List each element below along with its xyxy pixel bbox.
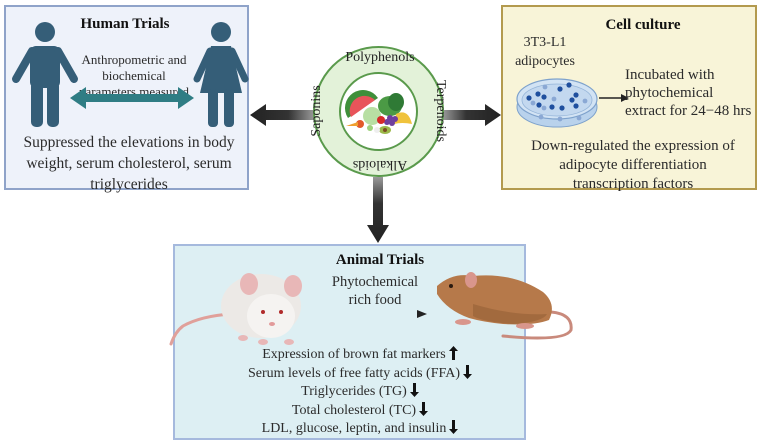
- cell-result-line: Down-regulated the expression of: [531, 138, 735, 154]
- down-arrow-icon: [463, 364, 472, 379]
- cell-line-label: 3T3-L1 adipocytes: [515, 33, 575, 71]
- human-result-line: triglycerides: [90, 176, 168, 193]
- ring-label-terpenoids: Terpenoids: [433, 79, 448, 142]
- ring-label-saponins: Saponins: [309, 85, 324, 137]
- cell-treatment-line: extract for 24−48 hrs: [625, 103, 752, 119]
- human-result-line: weight, serum cholesterol, serum: [26, 155, 232, 172]
- petri-dish-icon: [516, 78, 598, 128]
- cell-result-line: transcription factors: [572, 176, 694, 192]
- animal-result-text: Total cholesterol (TC): [291, 402, 417, 418]
- animal-result-text: Triglycerides (TG): [301, 384, 407, 399]
- down-arrow-icon: [449, 420, 459, 434]
- animal-trials-title: Animal Trials: [335, 252, 425, 268]
- white-mouse-icon: [169, 273, 302, 346]
- animal-result-text: Serum levels of free fatty acids (FFA): [247, 365, 460, 381]
- right-arrow-icon: [325, 310, 427, 318]
- cell-line-type: adipocytes: [515, 54, 575, 69]
- fruits-vegetables-icon: [344, 89, 412, 134]
- male-person-icon: [12, 22, 78, 127]
- animal-result-item: Total cholesterol (TC): [215, 401, 505, 421]
- female-person-icon: [193, 22, 249, 127]
- human-result-line: Suppressed the elevations in body: [23, 134, 235, 151]
- down-connector-arrow: [367, 177, 389, 243]
- cell-treatment-text: Incubated with phytochemical extract for…: [625, 66, 751, 120]
- animal-result-text: LDL, glucose, leptin, and insulin: [261, 421, 447, 436]
- animal-intervention-line: Phytochemical: [331, 274, 419, 290]
- brown-mouse-icon: [437, 272, 573, 340]
- animal-intervention-text: Phytochemical rich food: [320, 273, 430, 309]
- animal-trials-panel: Animal Trials Phytochemical rich food Ex…: [169, 244, 573, 440]
- cell-result-line: adipocyte differentiation: [559, 157, 707, 173]
- human-trials-panel: Human Trials Anthropometric and biochemi…: [4, 5, 249, 193]
- human-trials-result: Suppressed the elevations in body weight…: [14, 132, 244, 195]
- down-arrow-icon: [419, 401, 429, 416]
- up-arrow-icon: [448, 346, 458, 360]
- animal-result-item: Expression of brown fat markers: [215, 346, 505, 365]
- down-arrow-icon: [409, 383, 419, 397]
- animal-result-item: LDL, glucose, leptin, and insulin: [215, 420, 505, 439]
- right-arrow-icon: [599, 94, 629, 102]
- human-parameters-line: biochemical: [102, 68, 166, 83]
- cell-culture-result: Down-regulated the expression of adipocy…: [523, 137, 743, 194]
- animal-result-item: Triglycerides (TG): [215, 383, 505, 402]
- cell-culture-title: Cell culture: [605, 17, 681, 33]
- animal-intervention-line: rich food: [348, 292, 402, 308]
- right-connector-arrow: [443, 104, 501, 126]
- ring-label-polyphenols: Polyphenols: [345, 50, 415, 65]
- cell-treatment-line: Incubated with: [625, 67, 715, 83]
- double-arrow-icon: [70, 87, 194, 109]
- animal-result-item: Serum levels of free fatty acids (FFA): [215, 364, 505, 384]
- animal-result-text: Expression of brown fat markers: [262, 347, 446, 362]
- left-connector-arrow: [250, 104, 314, 126]
- human-parameters-line: Anthropometric and: [81, 52, 187, 67]
- cell-treatment-line: phytochemical: [625, 85, 714, 101]
- cell-line-name: 3T3-L1: [523, 35, 567, 50]
- human-trials-title: Human Trials: [80, 16, 170, 32]
- cell-culture-panel: Cell culture 3T3-L1 adipocytes Incubated…: [501, 5, 757, 192]
- ring-label-alkaloids: Alkaloids: [352, 157, 408, 172]
